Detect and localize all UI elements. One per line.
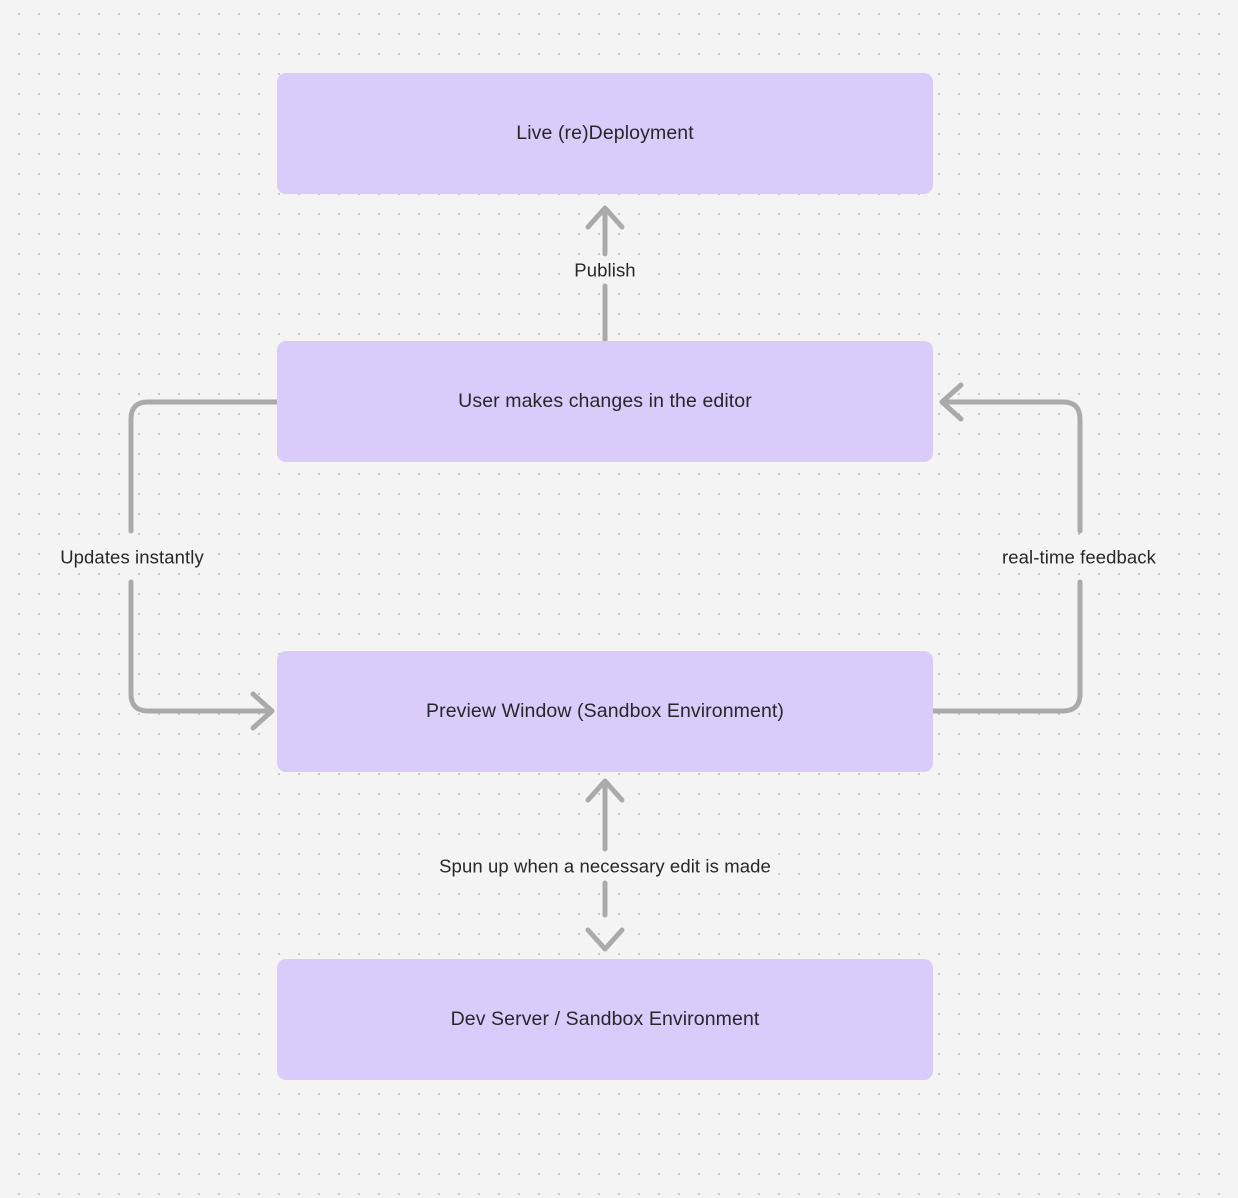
edge-label-spun-up: Spun up when a necessary edit is made (432, 852, 778, 880)
node-preview-window[interactable]: Preview Window (Sandbox Environment) (277, 651, 933, 772)
edge-label-real-time-feedback: real-time feedback (995, 543, 1163, 571)
node-user-edits-label: User makes changes in the editor (458, 389, 752, 412)
node-dev-server[interactable]: Dev Server / Sandbox Environment (277, 959, 933, 1080)
edge-label-updates-instantly: Updates instantly (53, 543, 211, 571)
edge-label-publish: Publish (567, 256, 643, 284)
node-dev-server-label: Dev Server / Sandbox Environment (450, 1007, 760, 1030)
node-live-deployment[interactable]: Live (re)Deployment (277, 73, 933, 194)
node-user-edits[interactable]: User makes changes in the editor (277, 341, 933, 462)
node-live-deployment-label: Live (re)Deployment (516, 121, 694, 144)
node-preview-window-label: Preview Window (Sandbox Environment) (426, 699, 784, 722)
